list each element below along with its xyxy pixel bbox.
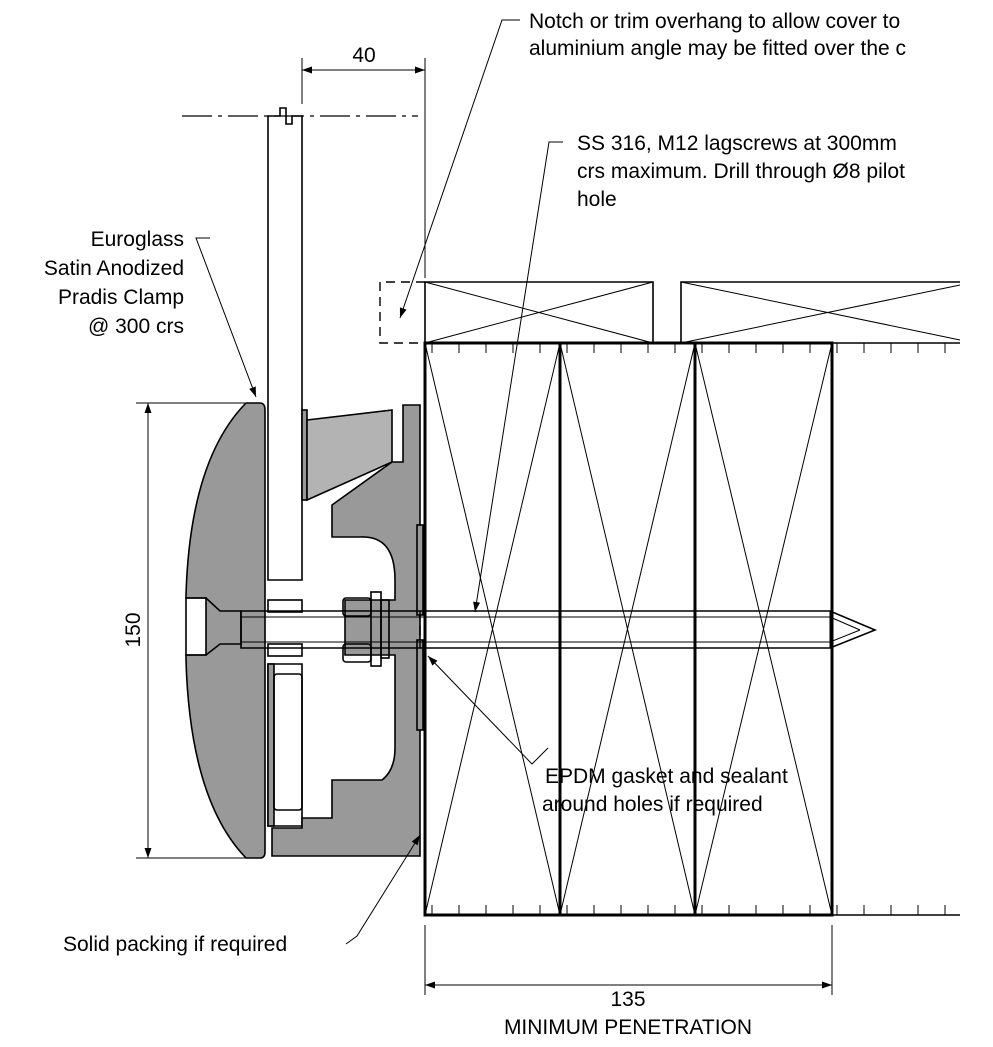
svg-text:around holes if required: around holes if required [542, 793, 763, 816]
svg-text:@ 300 crs: @ 300 crs [88, 315, 184, 338]
dimension-135-label: 135 [610, 988, 645, 1011]
deck-boards [379, 281, 961, 344]
svg-text:hole: hole [577, 188, 617, 211]
lagscrew [240, 591, 878, 667]
deck-line-top [425, 342, 960, 353]
beam-cross-lines [424, 342, 833, 916]
svg-text:Notch or trim overhang to allo: Notch or trim overhang to allow cover to [529, 10, 900, 33]
svg-text:crs maximum. Drill through Ø8: crs maximum. Drill through Ø8 pilot [577, 160, 905, 183]
note-packing: Solid packing if required [63, 933, 287, 956]
timber-beam-sections [423, 341, 960, 917]
note-gasket: EPDM gasket and sealant around holes if … [542, 765, 788, 816]
svg-text:SS 316, M12 lagscrews at 300mm: SS 316, M12 lagscrews at 300mm [577, 132, 897, 155]
dimension-40-label: 40 [352, 44, 375, 67]
trimmed-overhang-dashed [379, 281, 425, 344]
face-gasket-lower [416, 639, 424, 731]
dimension-clamp-150: 150 [122, 402, 246, 859]
dimension-top-40: 40 [301, 44, 426, 278]
note-lagscrews: SS 316, M12 lagscrews at 300mm crs maxim… [577, 132, 905, 211]
svg-text:Pradis Clamp: Pradis Clamp [58, 286, 184, 309]
leader-lines [195, 19, 563, 945]
minimum-penetration-caption: MINIMUM PENETRATION [504, 1016, 752, 1039]
svg-text:EPDM gasket and sealant: EPDM gasket and sealant [545, 765, 788, 788]
svg-text:Satin Anodized: Satin Anodized [44, 257, 184, 280]
svg-text:Euroglass: Euroglass [91, 228, 184, 251]
svg-text:aluminium angle may be fitted: aluminium angle may be fitted over the c [529, 37, 906, 60]
note-clamp: Euroglass Satin Anodized Pradis Clamp @ … [44, 228, 184, 338]
note-notch: Notch or trim overhang to allow cover to… [529, 10, 906, 60]
clamp-cover-plate [185, 402, 266, 859]
deck-line-bottom [425, 905, 960, 916]
face-gasket-upper [416, 524, 424, 616]
dimension-penetration-135: 135 MINIMUM PENETRATION [424, 925, 833, 1039]
clamp-back-plate [271, 404, 421, 857]
dimension-150-label: 150 [122, 612, 145, 647]
pradis-clamp [185, 402, 424, 859]
